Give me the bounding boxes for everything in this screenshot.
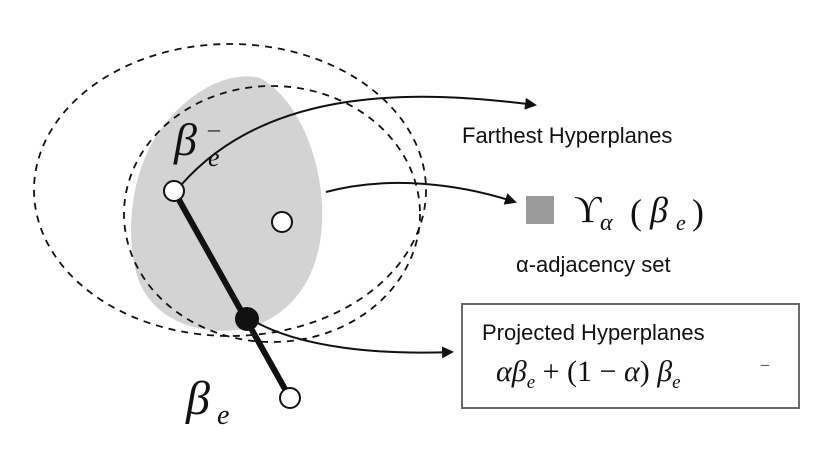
projected-formula-text: αβe + (1 − α) βe	[496, 355, 681, 393]
left-dashed-circle	[33, 43, 427, 337]
point-interior	[271, 211, 293, 233]
upsilon-beta-sub: e	[676, 210, 686, 235]
arrow-to-adjacency	[325, 181, 517, 205]
formula-plus: + (1 −	[535, 355, 624, 388]
formula-beta-2: β	[656, 355, 672, 388]
farthest-hyperplanes-label: Farthest Hyperplanes	[462, 123, 672, 148]
upsilon-sub: α	[600, 210, 613, 236]
formula-alpha-1: α	[496, 355, 513, 388]
projected-formula: αβe + (1 − α) βe ¯	[496, 355, 770, 393]
adjacency-set-label: α-adjacency set	[516, 252, 671, 277]
projected-hyperplanes-label: Projected Hyperplanes	[482, 320, 705, 345]
arrow-to-farthest	[181, 95, 537, 185]
projected-box	[461, 303, 800, 409]
projection-segment	[171, 188, 293, 401]
point-beta-e	[279, 387, 301, 409]
upsilon-open-paren: (	[630, 192, 642, 232]
point-projected	[235, 307, 259, 331]
upsilon-symbol: ϒ	[574, 189, 602, 231]
farthest-region	[131, 76, 323, 331]
formula-sub-1: e	[527, 372, 535, 393]
label-beta-ebar: β e ¯	[173, 114, 221, 172]
upsilon-label: ϒ α ( β e )	[574, 189, 704, 236]
point-beta-ebar	[163, 180, 185, 202]
upsilon-beta: β	[649, 190, 668, 230]
formula-sub-2: e	[672, 372, 680, 393]
beta-ebar-sub: e	[208, 143, 220, 172]
formula-close: )	[640, 355, 658, 388]
formula-beta-1: β	[511, 355, 527, 388]
beta-e-base: β	[185, 372, 210, 425]
beta-ebar-base: β	[173, 114, 197, 165]
label-beta-e: β e	[185, 372, 229, 431]
formula-alpha-2: α	[624, 355, 641, 388]
gray-square-icon	[526, 196, 554, 224]
beta-ebar-bar: ¯	[207, 129, 221, 155]
beta-e-sub: e	[217, 400, 229, 431]
upsilon-close-paren: )	[692, 192, 704, 232]
right-dashed-circle	[123, 85, 421, 343]
arrow-to-projected	[251, 319, 454, 359]
formula-bar-2: ¯	[760, 364, 770, 381]
